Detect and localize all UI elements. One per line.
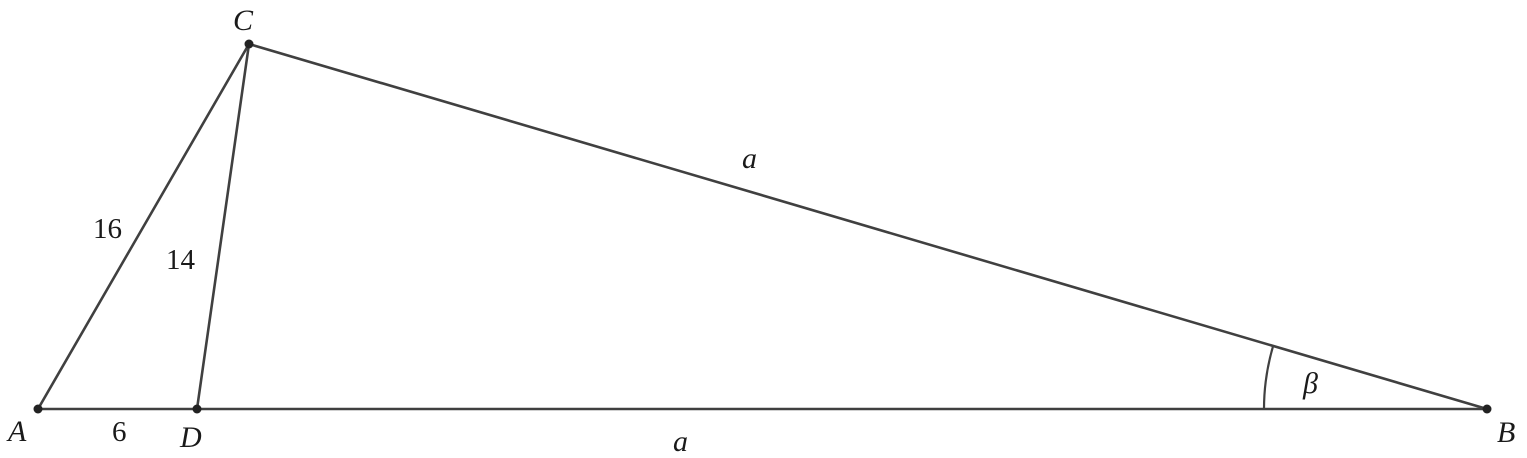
segment-cd [195,42,251,411]
label-length-ac: 16 [93,213,122,245]
label-length-db: a [673,425,688,458]
label-point-d: D [179,421,202,454]
label-point-c: C [233,4,254,37]
label-point-b: B [1497,416,1515,449]
point-c [244,39,254,49]
label-angle-b: β [1302,367,1318,400]
point-a [33,404,43,414]
label-point-a: A [6,415,27,448]
point-d [192,404,202,414]
segment-ac [36,42,251,411]
label-length-cd: 14 [166,244,196,276]
segment-cb [247,42,1489,411]
point-b [1482,404,1492,414]
label-length-cb: a [742,142,757,175]
angle-b-arc [1262,345,1275,410]
label-length-ad: 6 [112,416,127,448]
